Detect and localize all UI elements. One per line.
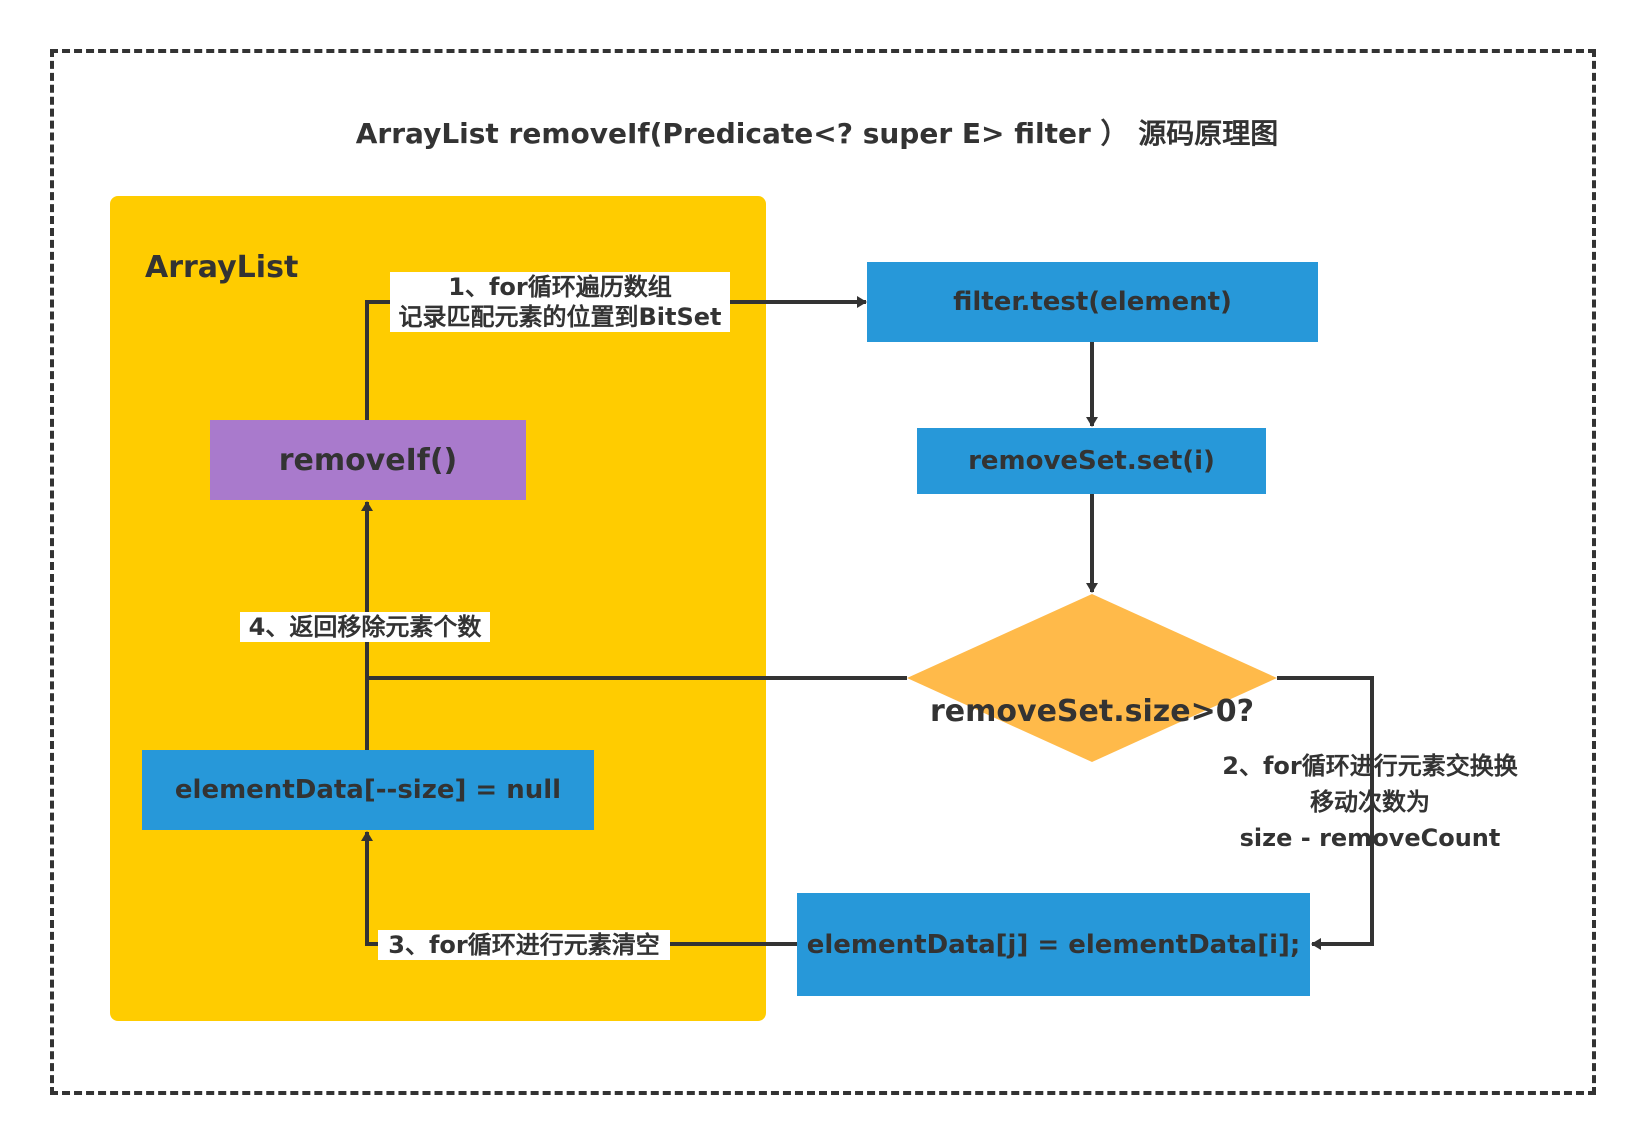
decision-diamond <box>907 594 1277 762</box>
arraylist-panel <box>110 196 766 1021</box>
removeif-node: removeIf() <box>210 420 526 500</box>
edge-label-step2-line2: 移动次数为 <box>1310 788 1430 816</box>
edge-label-step2: 2、for循环进行元素交换换 移动次数为 size - removeCount <box>1200 748 1540 856</box>
edge-label-step2-line1: 2、for循环进行元素交换换 <box>1222 752 1518 780</box>
arraylist-panel-label: ArrayList <box>145 250 299 285</box>
edge-label-step3: 3、for循环进行元素清空 <box>378 930 670 960</box>
element-data-assign-node: elementData[j] = elementData[i]; <box>797 893 1310 996</box>
edge-label-step4: 4、返回移除元素个数 <box>240 612 490 642</box>
edge-label-step1-line1: 1、for循环遍历数组 <box>448 273 672 301</box>
edge-step3 <box>361 831 797 946</box>
remove-set-set-node: removeSet.set(i) <box>917 428 1266 494</box>
diagram-frame <box>50 49 1596 1095</box>
diagram-title: ArrayList removeIf(Predicate<? super E> … <box>355 117 1279 150</box>
edge-label-step1-line2: 记录匹配元素的位置到BitSet <box>398 303 722 331</box>
decision-label: removeSet.size>0? <box>930 693 1254 729</box>
filter-test-node: filter.test(element) <box>867 262 1318 342</box>
edge-label-step2-line3: size - removeCount <box>1239 824 1501 852</box>
edge-label-step1: 1、for循环遍历数组 记录匹配元素的位置到BitSet <box>390 272 730 332</box>
element-data-null-node: elementData[--size] = null <box>142 750 594 830</box>
edge-step2 <box>1277 676 1374 950</box>
